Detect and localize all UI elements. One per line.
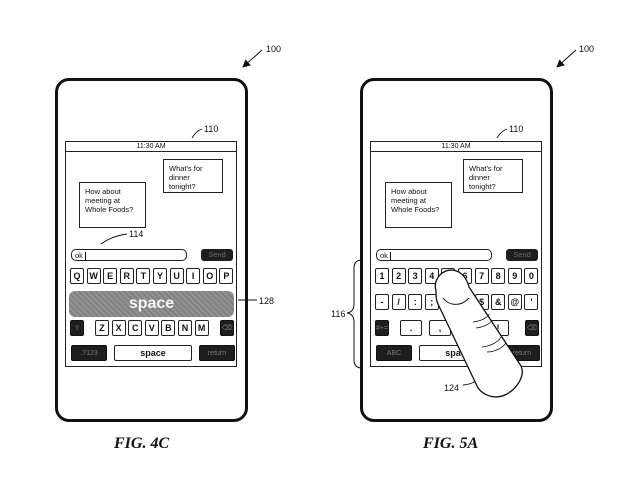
enlarged-space-key[interactable]: space: [69, 291, 234, 317]
phone-screen: 11:30 AM What's for dinner tonight? How …: [370, 141, 542, 367]
keyboard-key[interactable]: 7: [474, 268, 489, 284]
numbers-mode-key[interactable]: .?123: [71, 345, 107, 361]
phone-device: 11:30 AM What's for dinner tonight? How …: [360, 78, 553, 422]
keyboard-key[interactable]: E: [103, 268, 118, 284]
send-button[interactable]: Send: [506, 249, 538, 261]
input-ref-label: 114: [129, 229, 144, 239]
sent-message-bubble: How about meeting at Whole Foods?: [79, 182, 146, 228]
message-line: How about: [391, 187, 427, 196]
received-message-bubble: What's for dinner tonight?: [463, 159, 523, 193]
keyboard-key[interactable]: 2: [391, 268, 406, 284]
backspace-key[interactable]: ⌫: [525, 320, 539, 336]
finger-ref-label: 124: [444, 383, 460, 393]
message-line: meeting at: [85, 196, 121, 205]
message-line: What's for: [469, 164, 503, 173]
backspace-key[interactable]: ⌫: [220, 320, 234, 336]
keyboard-key[interactable]: Y: [153, 268, 167, 284]
keyboard-key[interactable]: :: [408, 294, 423, 310]
input-leader-line: [100, 233, 128, 245]
message-line: Whole Foods?: [391, 205, 440, 214]
keyboard-key[interactable]: Z: [95, 320, 109, 336]
keyboard-key[interactable]: Q: [70, 268, 84, 284]
symbols-mode-key[interactable]: #+=: [375, 320, 389, 336]
enlarged-space-label: space: [128, 295, 175, 312]
input-text: ok: [380, 251, 388, 260]
message-input[interactable]: ok: [71, 249, 187, 261]
input-text: ok: [75, 251, 83, 260]
keyboard-key[interactable]: .: [400, 320, 422, 336]
keyboard-key[interactable]: P: [219, 268, 234, 284]
keyboard-key[interactable]: 1: [375, 268, 389, 284]
status-bar: 11:30 AM: [371, 142, 541, 152]
text-caret: [389, 252, 391, 261]
keyboard-ref-label: 116: [331, 309, 346, 319]
keyboard-key[interactable]: T: [136, 268, 151, 284]
status-leader-line: [496, 128, 508, 139]
keyboard-key[interactable]: /: [391, 294, 406, 310]
device-ref-label: 100: [266, 44, 282, 54]
device-ref-label: 100: [579, 44, 595, 54]
status-leader-line: [191, 128, 203, 139]
message-line: dinner tonight?: [169, 173, 196, 191]
message-line: meeting at: [391, 196, 427, 205]
space-key[interactable]: space: [114, 345, 192, 361]
letters-mode-key[interactable]: ABC: [376, 345, 412, 361]
keyboard-key[interactable]: O: [202, 268, 217, 284]
device-leader-arrow: [242, 49, 263, 68]
figure-caption: FIG. 4C: [114, 435, 170, 452]
shift-key[interactable]: ⇧: [70, 320, 84, 336]
text-caret: [84, 252, 86, 261]
keyboard-key[interactable]: U: [169, 268, 184, 284]
status-bar-ref-label: 110: [509, 124, 524, 134]
keyboard-key[interactable]: &: [491, 294, 506, 310]
enlarged-key-ref-label: 128: [259, 296, 275, 306]
finger-illustration: [434, 269, 523, 398]
keyboard-key[interactable]: 3: [408, 268, 423, 284]
keyboard-key[interactable]: V: [144, 320, 159, 336]
phone-device: 11:30 AM What's for dinner tonight? How …: [55, 78, 248, 422]
message-line: dinner tonight?: [469, 173, 496, 191]
message-line: How about: [85, 187, 121, 196]
message-input[interactable]: ok: [376, 249, 492, 261]
send-button[interactable]: Send: [201, 249, 233, 261]
keyboard-key[interactable]: ': [524, 294, 539, 310]
keyboard-key[interactable]: 8: [491, 268, 506, 284]
figure-caption: FIG. 5A: [423, 435, 479, 452]
phone-screen: 11:30 AM What's for dinner tonight? How …: [65, 141, 237, 367]
message-line: Whole Foods?: [85, 205, 134, 214]
keyboard-key[interactable]: N: [178, 320, 192, 336]
keyboard-key[interactable]: R: [119, 268, 134, 284]
keyboard-key[interactable]: 0: [524, 268, 539, 284]
keyboard-key[interactable]: -: [375, 294, 389, 310]
status-bar-ref-label: 110: [204, 124, 219, 134]
keyboard-key[interactable]: M: [194, 320, 209, 336]
keyboard-key[interactable]: X: [111, 320, 126, 336]
keyboard-key[interactable]: @: [507, 294, 522, 310]
keyboard-key[interactable]: 9: [507, 268, 522, 284]
sent-message-bubble: How about meeting at Whole Foods?: [385, 182, 452, 228]
status-bar: 11:30 AM: [66, 142, 236, 152]
return-key[interactable]: return: [199, 345, 235, 361]
keyboard-key[interactable]: C: [128, 320, 143, 336]
received-message-bubble: What's for dinner tonight?: [163, 159, 223, 193]
keyboard-key[interactable]: B: [161, 320, 176, 336]
keyboard-key[interactable]: I: [186, 268, 201, 284]
device-leader-arrow: [556, 49, 577, 68]
keyboard-key[interactable]: W: [86, 268, 101, 284]
keyboard-brace: [346, 259, 363, 369]
message-line: What's for: [169, 164, 203, 173]
